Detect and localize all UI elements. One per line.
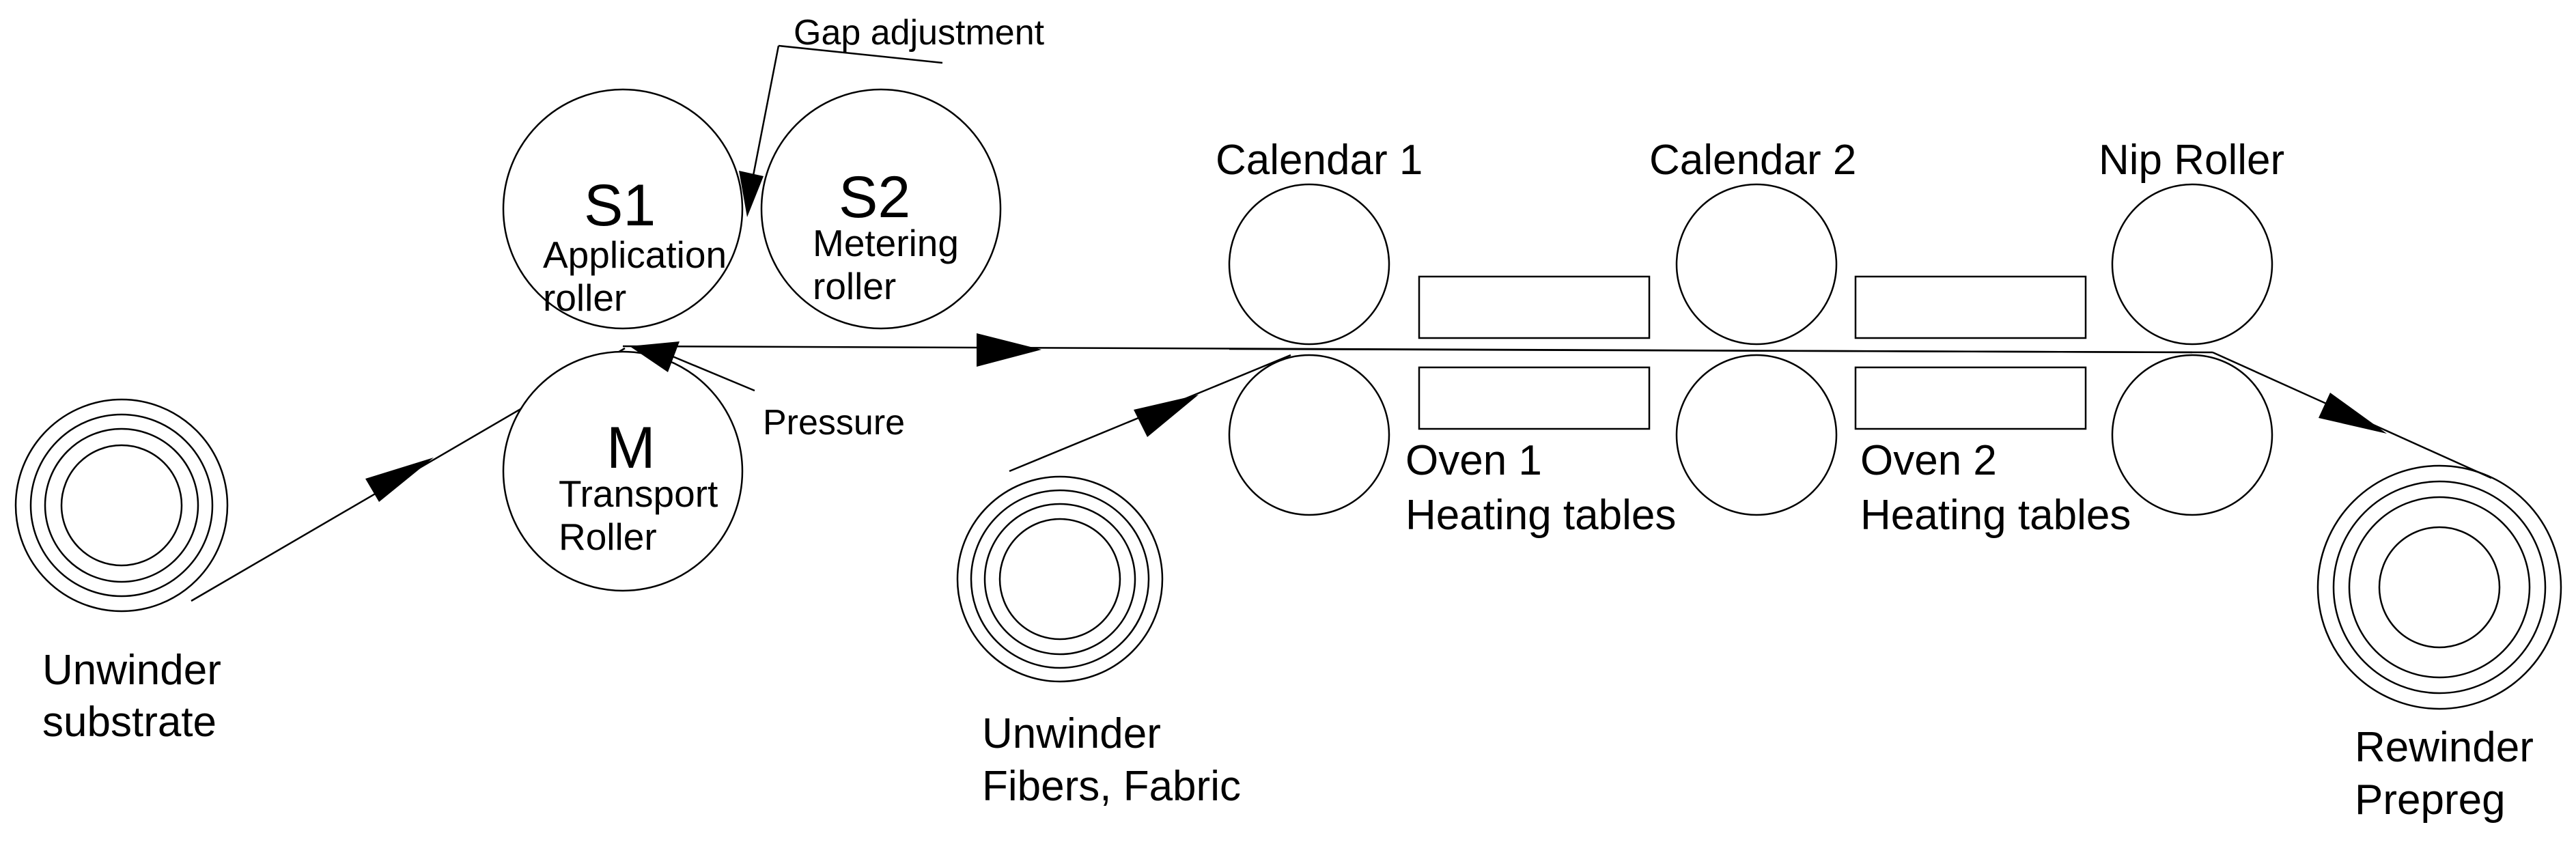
oven-2-top-table (1854, 275, 2087, 339)
oven-2-label-1: Oven 2 (1860, 437, 1997, 484)
web-direction-arrow (977, 333, 1041, 367)
m-name-line2: Roller (559, 516, 657, 558)
s2-metering-roller (760, 88, 1002, 330)
oven-1-label-2: Heating tables (1405, 492, 1676, 539)
m-id: M (606, 415, 656, 481)
rewinder-label-1: Rewinder (2355, 724, 2534, 771)
pressure-label: Pressure (763, 403, 905, 443)
oven-1-bottom-table (1418, 366, 1651, 430)
m-transport-roller (502, 350, 744, 592)
oven-2-bottom-table (1854, 366, 2087, 430)
calendar-1-bottom-roll (1228, 354, 1390, 516)
fibers-direction-arrow (1134, 395, 1199, 437)
calendar-2-bottom-roll (1675, 354, 1838, 516)
gap-adjustment-arrow (739, 44, 943, 217)
unwinder-fibers-label-1: Unwinder (982, 710, 1161, 757)
s1-application-roller (502, 88, 744, 330)
rewinder-prepreg-coil (2316, 464, 2562, 710)
unwinder-substrate-coil (14, 398, 229, 613)
oven-1-label-1: Oven 1 (1405, 437, 1542, 484)
nip-roller-top (2111, 183, 2273, 346)
pressure-arrow (630, 341, 755, 392)
s2-name-line2: roller (813, 265, 896, 307)
s2-name-line1: Metering (813, 222, 959, 264)
nip-roller-bottom (2111, 354, 2273, 516)
s1-name-line1: Application (543, 234, 727, 276)
substrate-direction-arrow (365, 458, 434, 502)
calendar-1-label: Calendar 1 (1216, 137, 1423, 184)
s1-name-line2: roller (543, 277, 626, 319)
calendar-2-top-roll (1675, 183, 1838, 346)
unwinder-substrate-label-2: substrate (42, 699, 216, 746)
unwinder-substrate-label-1: Unwinder (42, 647, 221, 694)
unwinder-fibers-label-2: Fibers, Fabric (982, 763, 1241, 810)
m-name-line1: Transport (559, 473, 718, 515)
main-web-line-over (1229, 348, 2213, 354)
rewinder-label-2: Prepreg (2355, 776, 2506, 824)
oven-1-top-table (1418, 275, 1651, 339)
s2-id: S2 (839, 165, 910, 230)
nip-roller-label: Nip Roller (2099, 137, 2284, 184)
unwinder-fibers-coil (956, 475, 1164, 683)
rewind-direction-arrow (2319, 393, 2387, 434)
gap-adjustment-label: Gap adjustment (794, 13, 1045, 53)
oven-2-label-2: Heating tables (1860, 492, 2131, 539)
calendar-2-label: Calendar 2 (1649, 137, 1856, 184)
s1-id: S1 (584, 173, 656, 238)
calendar-1-top-roll (1228, 183, 1390, 346)
